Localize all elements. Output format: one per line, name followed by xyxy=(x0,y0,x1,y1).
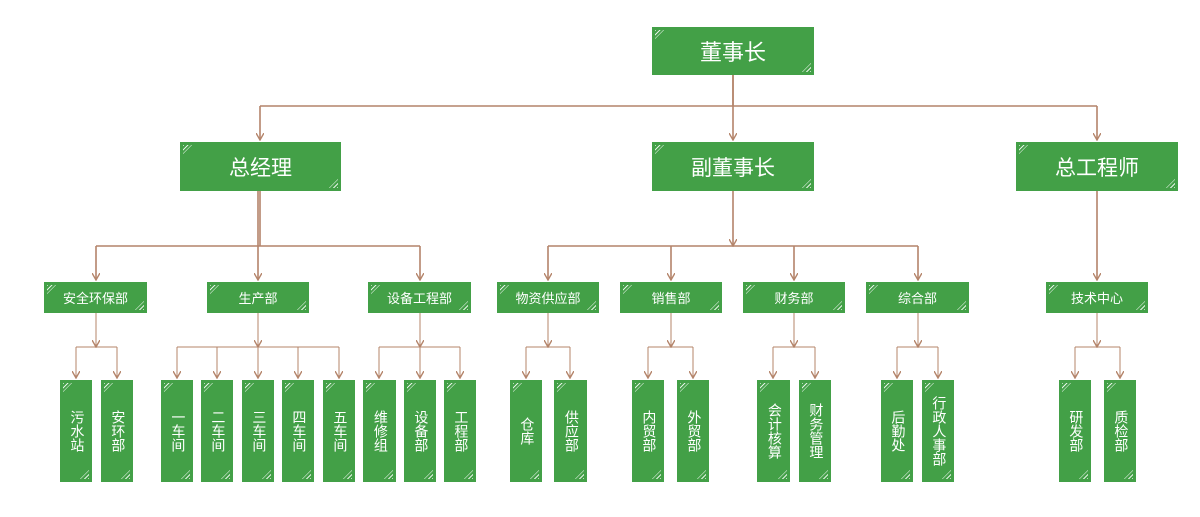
dept-box-general: 综合部 xyxy=(866,282,969,313)
unit-box: 设备部 xyxy=(404,380,436,482)
unit-label: 一车间 xyxy=(169,410,186,452)
unit-label: 设备部 xyxy=(412,410,429,452)
dept-box-finance: 财务部 xyxy=(743,282,845,313)
unit-label: 三车间 xyxy=(250,410,267,452)
unit-label: 五车间 xyxy=(331,410,348,452)
unit-label: 后勤处 xyxy=(889,410,906,452)
vice-chairman-label: 副董事长 xyxy=(691,155,775,180)
unit-label: 外贸部 xyxy=(685,410,702,452)
unit-box: 质检部 xyxy=(1104,380,1136,482)
dept-label: 技术中心 xyxy=(1070,292,1123,307)
unit-box: 四车间 xyxy=(282,380,314,482)
dept-box-production: 生产部 xyxy=(207,282,309,313)
gm-label: 总经理 xyxy=(229,155,292,180)
gm-box: 总经理 xyxy=(180,142,341,191)
dept-label: 销售部 xyxy=(651,292,691,307)
unit-box: 污水站 xyxy=(60,380,92,482)
unit-label: 二车间 xyxy=(209,410,226,452)
unit-label: 工程部 xyxy=(452,410,469,452)
unit-box: 后勤处 xyxy=(881,380,913,482)
dept-label: 生产部 xyxy=(238,292,278,307)
dept-box-equipment: 设备工程部 xyxy=(368,282,471,313)
unit-label: 内贸部 xyxy=(640,410,657,452)
unit-label: 会计核算 xyxy=(765,403,782,459)
unit-label: 行政人事部 xyxy=(930,396,947,466)
unit-box: 外贸部 xyxy=(677,380,709,482)
unit-box: 财务管理 xyxy=(799,380,831,482)
unit-box: 内贸部 xyxy=(632,380,664,482)
unit-box: 仓库 xyxy=(510,380,542,482)
dept-box-safety: 安全环保部 xyxy=(44,282,147,313)
dept-label: 设备工程部 xyxy=(386,292,452,307)
unit-label: 维修组 xyxy=(371,410,388,452)
unit-label: 财务管理 xyxy=(807,403,824,459)
chairman-label: 董事长 xyxy=(699,41,766,66)
unit-label: 安环部 xyxy=(109,410,126,452)
dept-label: 综合部 xyxy=(897,292,937,307)
unit-box: 安环部 xyxy=(101,380,133,482)
dept-box-supply: 物资供应部 xyxy=(497,282,599,313)
dept-label: 财务部 xyxy=(774,292,814,307)
vice-chairman-box: 副董事长 xyxy=(652,142,814,191)
chief-engineer-box: 总工程师 xyxy=(1016,142,1178,191)
unit-box: 三车间 xyxy=(242,380,274,482)
chairman-box: 董事长 xyxy=(652,27,814,75)
chief-engineer-label: 总工程师 xyxy=(1055,155,1139,180)
dept-box-tech-center: 技术中心 xyxy=(1046,282,1148,313)
unit-label: 研发部 xyxy=(1067,410,1084,452)
unit-box: 工程部 xyxy=(444,380,476,482)
unit-box: 会计核算 xyxy=(757,380,790,482)
unit-box: 一车间 xyxy=(161,380,193,482)
unit-label: 污水站 xyxy=(68,410,85,452)
unit-box: 二车间 xyxy=(201,380,233,482)
unit-label: 仓库 xyxy=(518,417,535,445)
unit-label: 供应部 xyxy=(562,410,579,452)
unit-box: 行政人事部 xyxy=(922,380,954,482)
unit-label: 四车间 xyxy=(290,410,307,452)
unit-box: 研发部 xyxy=(1059,380,1091,482)
dept-label: 安全环保部 xyxy=(62,292,128,307)
unit-box: 维修组 xyxy=(363,380,396,482)
unit-label: 质检部 xyxy=(1112,410,1129,452)
dept-box-sales: 销售部 xyxy=(620,282,722,313)
dept-label: 物资供应部 xyxy=(515,292,581,307)
unit-box: 供应部 xyxy=(554,380,587,482)
unit-box: 五车间 xyxy=(323,380,355,482)
